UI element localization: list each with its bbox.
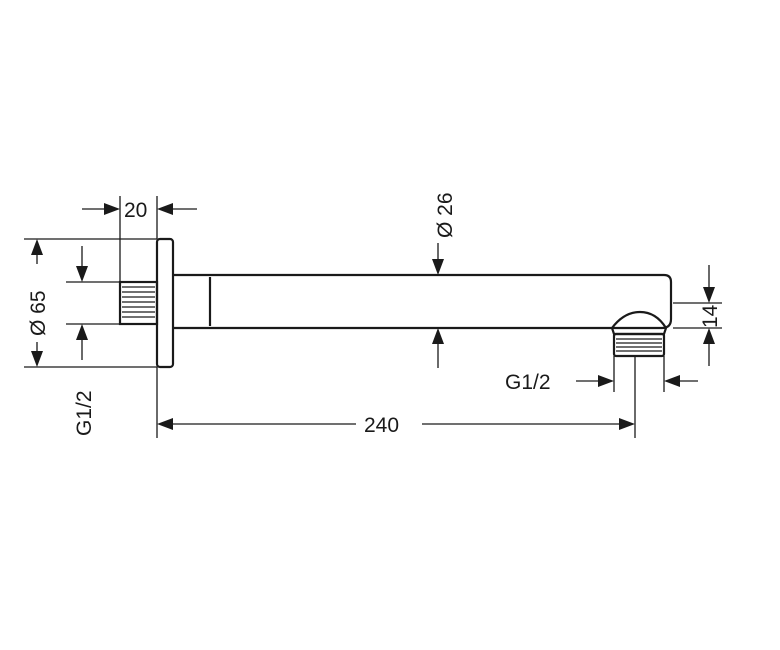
wall-flange [155,237,175,369]
dim-arm-length: 240 [157,414,635,437]
dim-wall-thread-label: G1/2 [73,390,96,436]
dim-arm-diameter: Ø 26 [432,192,457,368]
extension-lines [24,196,722,438]
dim-arm-diameter-label: Ø 26 [434,192,457,238]
outlet-nozzle [610,310,668,358]
shower-arm [173,273,673,330]
dim-outlet-thread: G1/2 [505,371,698,394]
dim-flange-depth: 20 [82,199,197,222]
dim-flange-diameter: Ø 65 [27,239,50,367]
dim-outlet-height-label: 14 [699,304,722,328]
dim-flange-diameter-label: Ø 65 [27,290,50,336]
dim-outlet-height: 14 [699,265,722,366]
dim-wall-thread: G1/2 [73,246,96,436]
dim-outlet-thread-label: G1/2 [505,371,551,394]
dim-arm-length-label: 240 [364,414,399,437]
dim-flange-depth-label: 20 [124,199,147,222]
wall-thread-connector [118,280,159,326]
